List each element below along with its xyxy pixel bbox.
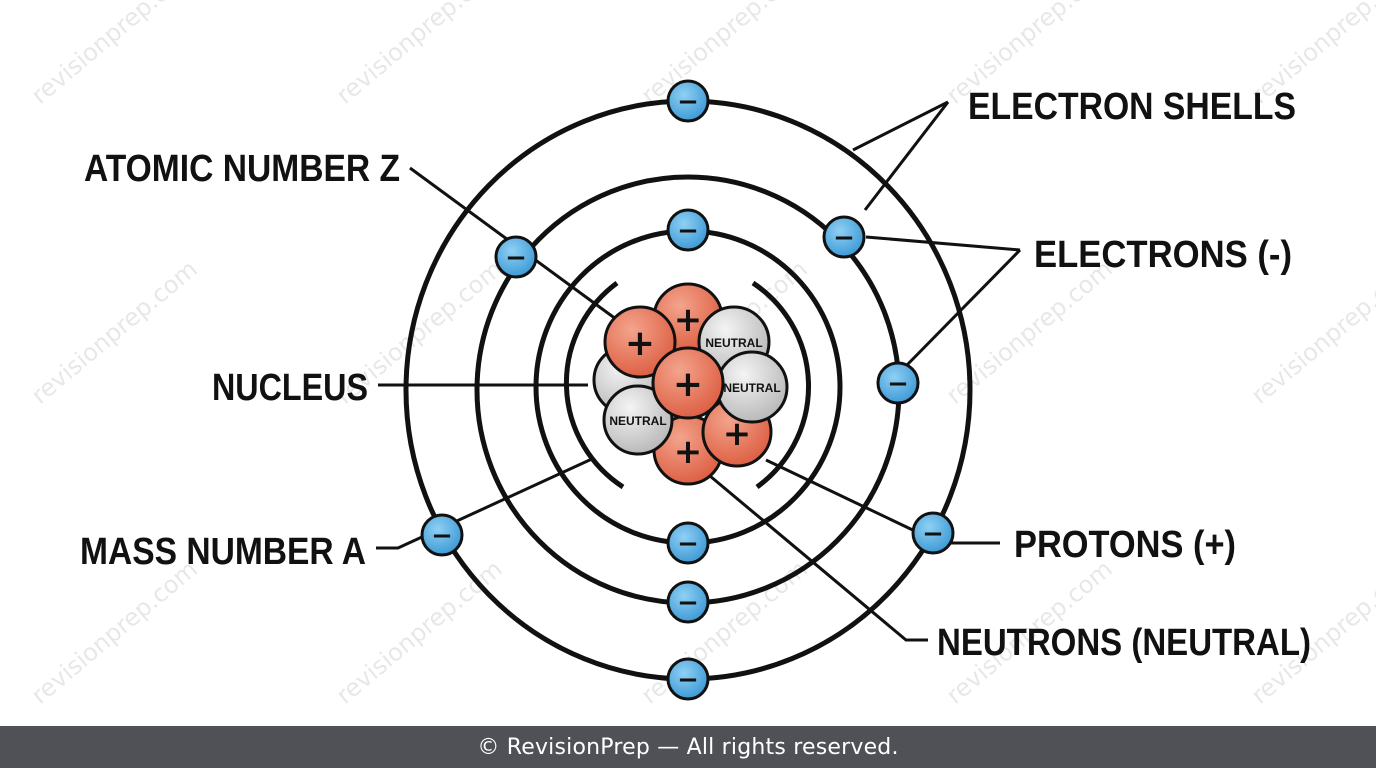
neutron: NEUTRAL [715, 350, 789, 424]
electron-sign: − [833, 223, 855, 253]
neutron-label: NEUTRAL [609, 414, 666, 428]
atom-diagram-svg: revisionprep.com revisionprep.com revisi… [26, 0, 1376, 710]
electron-sign: − [677, 529, 699, 559]
mass-number-label: MASS NUMBER A [80, 531, 366, 573]
electron-shells-leader-b [863, 101, 950, 211]
left-bracket [563, 280, 625, 490]
electron: − [494, 235, 538, 279]
electron-sign: − [431, 521, 453, 551]
watermark: revisionprep.com [331, 555, 508, 710]
electron-sign: − [887, 369, 909, 399]
electron-shells-leader-a [852, 100, 949, 152]
copyright-footer: © RevisionPrep — All rights reserved. [0, 726, 1376, 768]
electrons-leader-b [904, 248, 1022, 368]
electron-sign: − [922, 519, 944, 549]
electron: − [666, 521, 710, 565]
electron-sign: − [677, 87, 699, 117]
nucleus-label: NUCLEUS [212, 367, 368, 409]
electrons-label: ELECTRONS (-) [1034, 234, 1292, 276]
watermark: revisionprep.com [26, 0, 203, 110]
atom-diagram: revisionprep.com revisionprep.com revisi… [26, 0, 1376, 710]
electron: − [822, 215, 866, 259]
electron: − [876, 361, 920, 405]
proton: + [603, 305, 677, 379]
labels: ATOMIC NUMBER Z NUCLEUS MASS NUMBER A EL… [80, 86, 1311, 664]
watermark: revisionprep.com [26, 255, 203, 410]
proton-sign: + [625, 323, 655, 364]
protons-label: PROTONS (+) [1014, 524, 1236, 566]
electron-sign: − [677, 216, 699, 246]
watermark: revisionprep.com [941, 255, 1118, 410]
electron: − [666, 79, 710, 123]
electron-sign: − [677, 588, 699, 618]
neutron-label: NEUTRAL [723, 381, 780, 395]
neutron-label: NEUTRAL [705, 336, 762, 350]
proton-sign: + [674, 432, 703, 472]
electron-sign: − [677, 665, 699, 695]
electron: − [666, 580, 710, 624]
atomic-number-label: ATOMIC NUMBER Z [84, 148, 400, 190]
mass-number-leader [376, 456, 595, 550]
neutron: NEUTRAL [602, 384, 674, 456]
watermark: revisionprep.com [26, 555, 203, 710]
electron: − [666, 208, 710, 252]
electron: − [911, 511, 955, 555]
right-bracket [751, 280, 812, 490]
electrons: − − − − − − − − − − [420, 79, 955, 701]
electron-shells-label: ELECTRON SHELLS [968, 86, 1296, 128]
watermark: revisionprep.com [636, 0, 813, 110]
watermark: revisionprep.com [331, 0, 508, 110]
copyright-text: © RevisionPrep — All rights reserved. [477, 734, 899, 760]
nucleus-brackets [563, 280, 812, 490]
neutrons-label: NEUTRONS (NEUTRAL) [937, 622, 1311, 664]
proton-sign: + [674, 300, 703, 340]
electron-sign: − [505, 243, 527, 273]
proton: + [651, 346, 725, 420]
electrons-leader-a [865, 235, 1021, 252]
proton-sign: + [673, 364, 703, 405]
nucleus: + NEUTRAL + + + NEUTRAL [592, 282, 789, 486]
watermark: revisionprep.com [1246, 255, 1376, 410]
electron: − [666, 657, 710, 701]
electron: − [420, 513, 464, 557]
neutrons-leader [709, 474, 928, 642]
leader-lines [376, 100, 1022, 642]
